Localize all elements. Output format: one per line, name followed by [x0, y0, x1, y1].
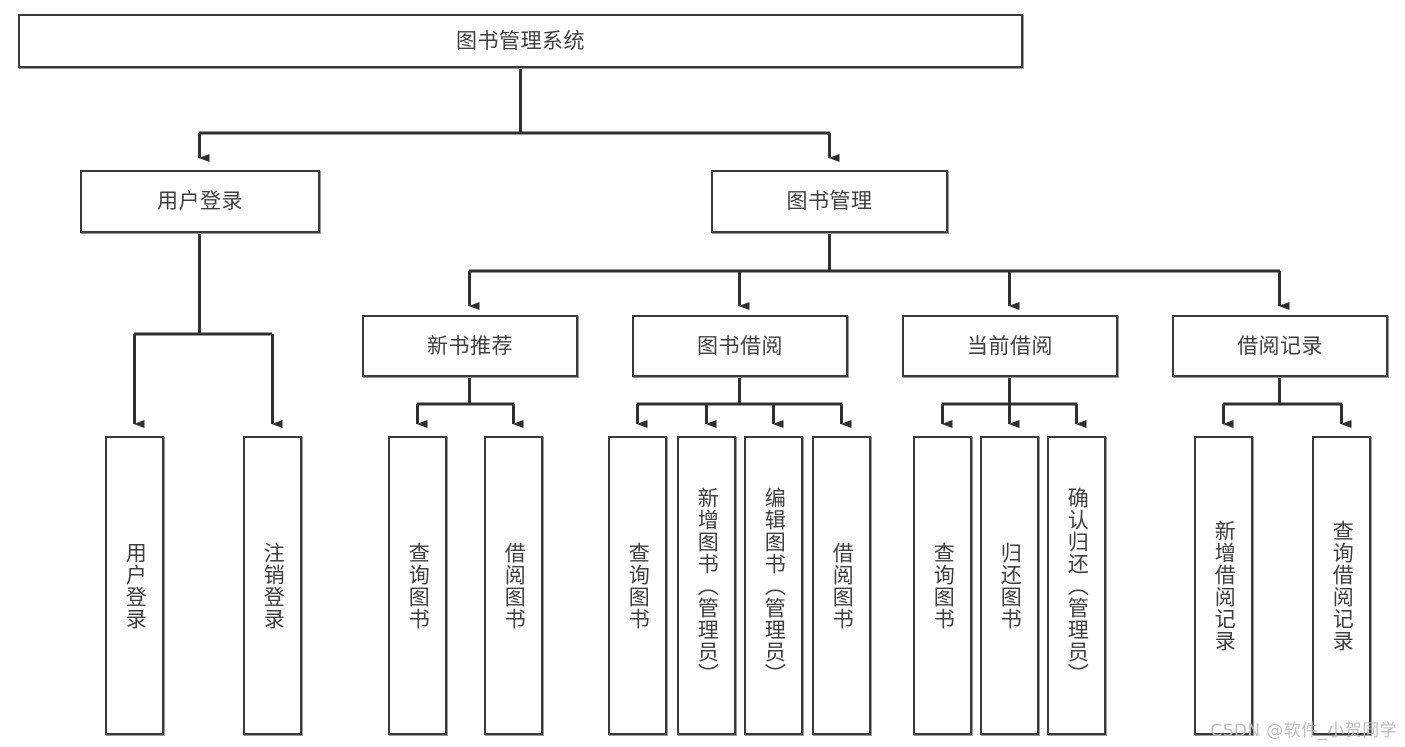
node-leaf-logout-login[interactable]: 注销登录: [243, 436, 302, 735]
node-leaf-query-book-3-label: 查询图书: [931, 541, 956, 630]
node-borrow-record[interactable]: 借阅记录: [1172, 315, 1388, 377]
node-leaf-confirm-return[interactable]: 确认归还（管理员）: [1047, 436, 1106, 735]
node-current-borrow[interactable]: 当前借阅: [902, 315, 1118, 377]
node-new-book-rec-label: 新书推荐: [427, 333, 513, 358]
node-leaf-borrow-book-1[interactable]: 借阅图书: [484, 436, 543, 735]
csdn-watermark: CSDN @软件_小贺同学: [1210, 721, 1397, 741]
node-leaf-query-book-3[interactable]: 查询图书: [913, 436, 972, 735]
node-leaf-user-login-label: 用户登录: [123, 541, 148, 630]
node-leaf-query-record[interactable]: 查询借阅记录: [1312, 436, 1371, 735]
node-leaf-return-book[interactable]: 归还图书: [980, 436, 1039, 735]
node-leaf-borrow-book-1-label: 借阅图书: [502, 541, 527, 630]
node-book-borrow-label: 图书借阅: [697, 333, 783, 358]
node-current-borrow-label: 当前借阅: [967, 333, 1053, 358]
node-leaf-query-book-2[interactable]: 查询图书: [608, 436, 667, 735]
node-leaf-edit-book-label: 编辑图书（管理员）: [762, 486, 787, 685]
node-leaf-add-record[interactable]: 新增借阅记录: [1194, 436, 1253, 735]
node-user-login-label: 用户登录: [157, 189, 243, 214]
node-leaf-borrow-book-2-label: 借阅图书: [830, 541, 855, 630]
node-leaf-user-login[interactable]: 用户登录: [105, 436, 164, 735]
node-borrow-record-label: 借阅记录: [1237, 333, 1323, 358]
node-new-book-rec[interactable]: 新书推荐: [362, 315, 578, 377]
node-leaf-edit-book[interactable]: 编辑图书（管理员）: [744, 436, 803, 735]
node-user-login[interactable]: 用户登录: [80, 170, 320, 233]
node-leaf-return-book-label: 归还图书: [998, 541, 1023, 630]
node-root[interactable]: 图书管理系统: [18, 14, 1023, 68]
node-leaf-add-record-label: 新增借阅记录: [1212, 519, 1237, 652]
node-leaf-query-record-label: 查询借阅记录: [1330, 519, 1355, 652]
node-book-manage[interactable]: 图书管理: [711, 170, 948, 233]
node-leaf-logout-login-label: 注销登录: [261, 541, 286, 630]
node-leaf-confirm-return-label: 确认归还（管理员）: [1065, 486, 1090, 685]
node-book-manage-label: 图书管理: [786, 189, 873, 214]
node-leaf-query-book-1[interactable]: 查询图书: [388, 436, 447, 735]
node-leaf-query-book-1-label: 查询图书: [406, 541, 431, 630]
node-leaf-borrow-book-2[interactable]: 借阅图书: [812, 436, 871, 735]
node-book-borrow[interactable]: 图书借阅: [632, 315, 848, 377]
node-root-label: 图书管理系统: [456, 28, 585, 53]
node-leaf-add-book[interactable]: 新增图书（管理员）: [677, 436, 736, 735]
node-leaf-query-book-2-label: 查询图书: [626, 541, 651, 630]
node-leaf-add-book-label: 新增图书（管理员）: [695, 486, 720, 685]
